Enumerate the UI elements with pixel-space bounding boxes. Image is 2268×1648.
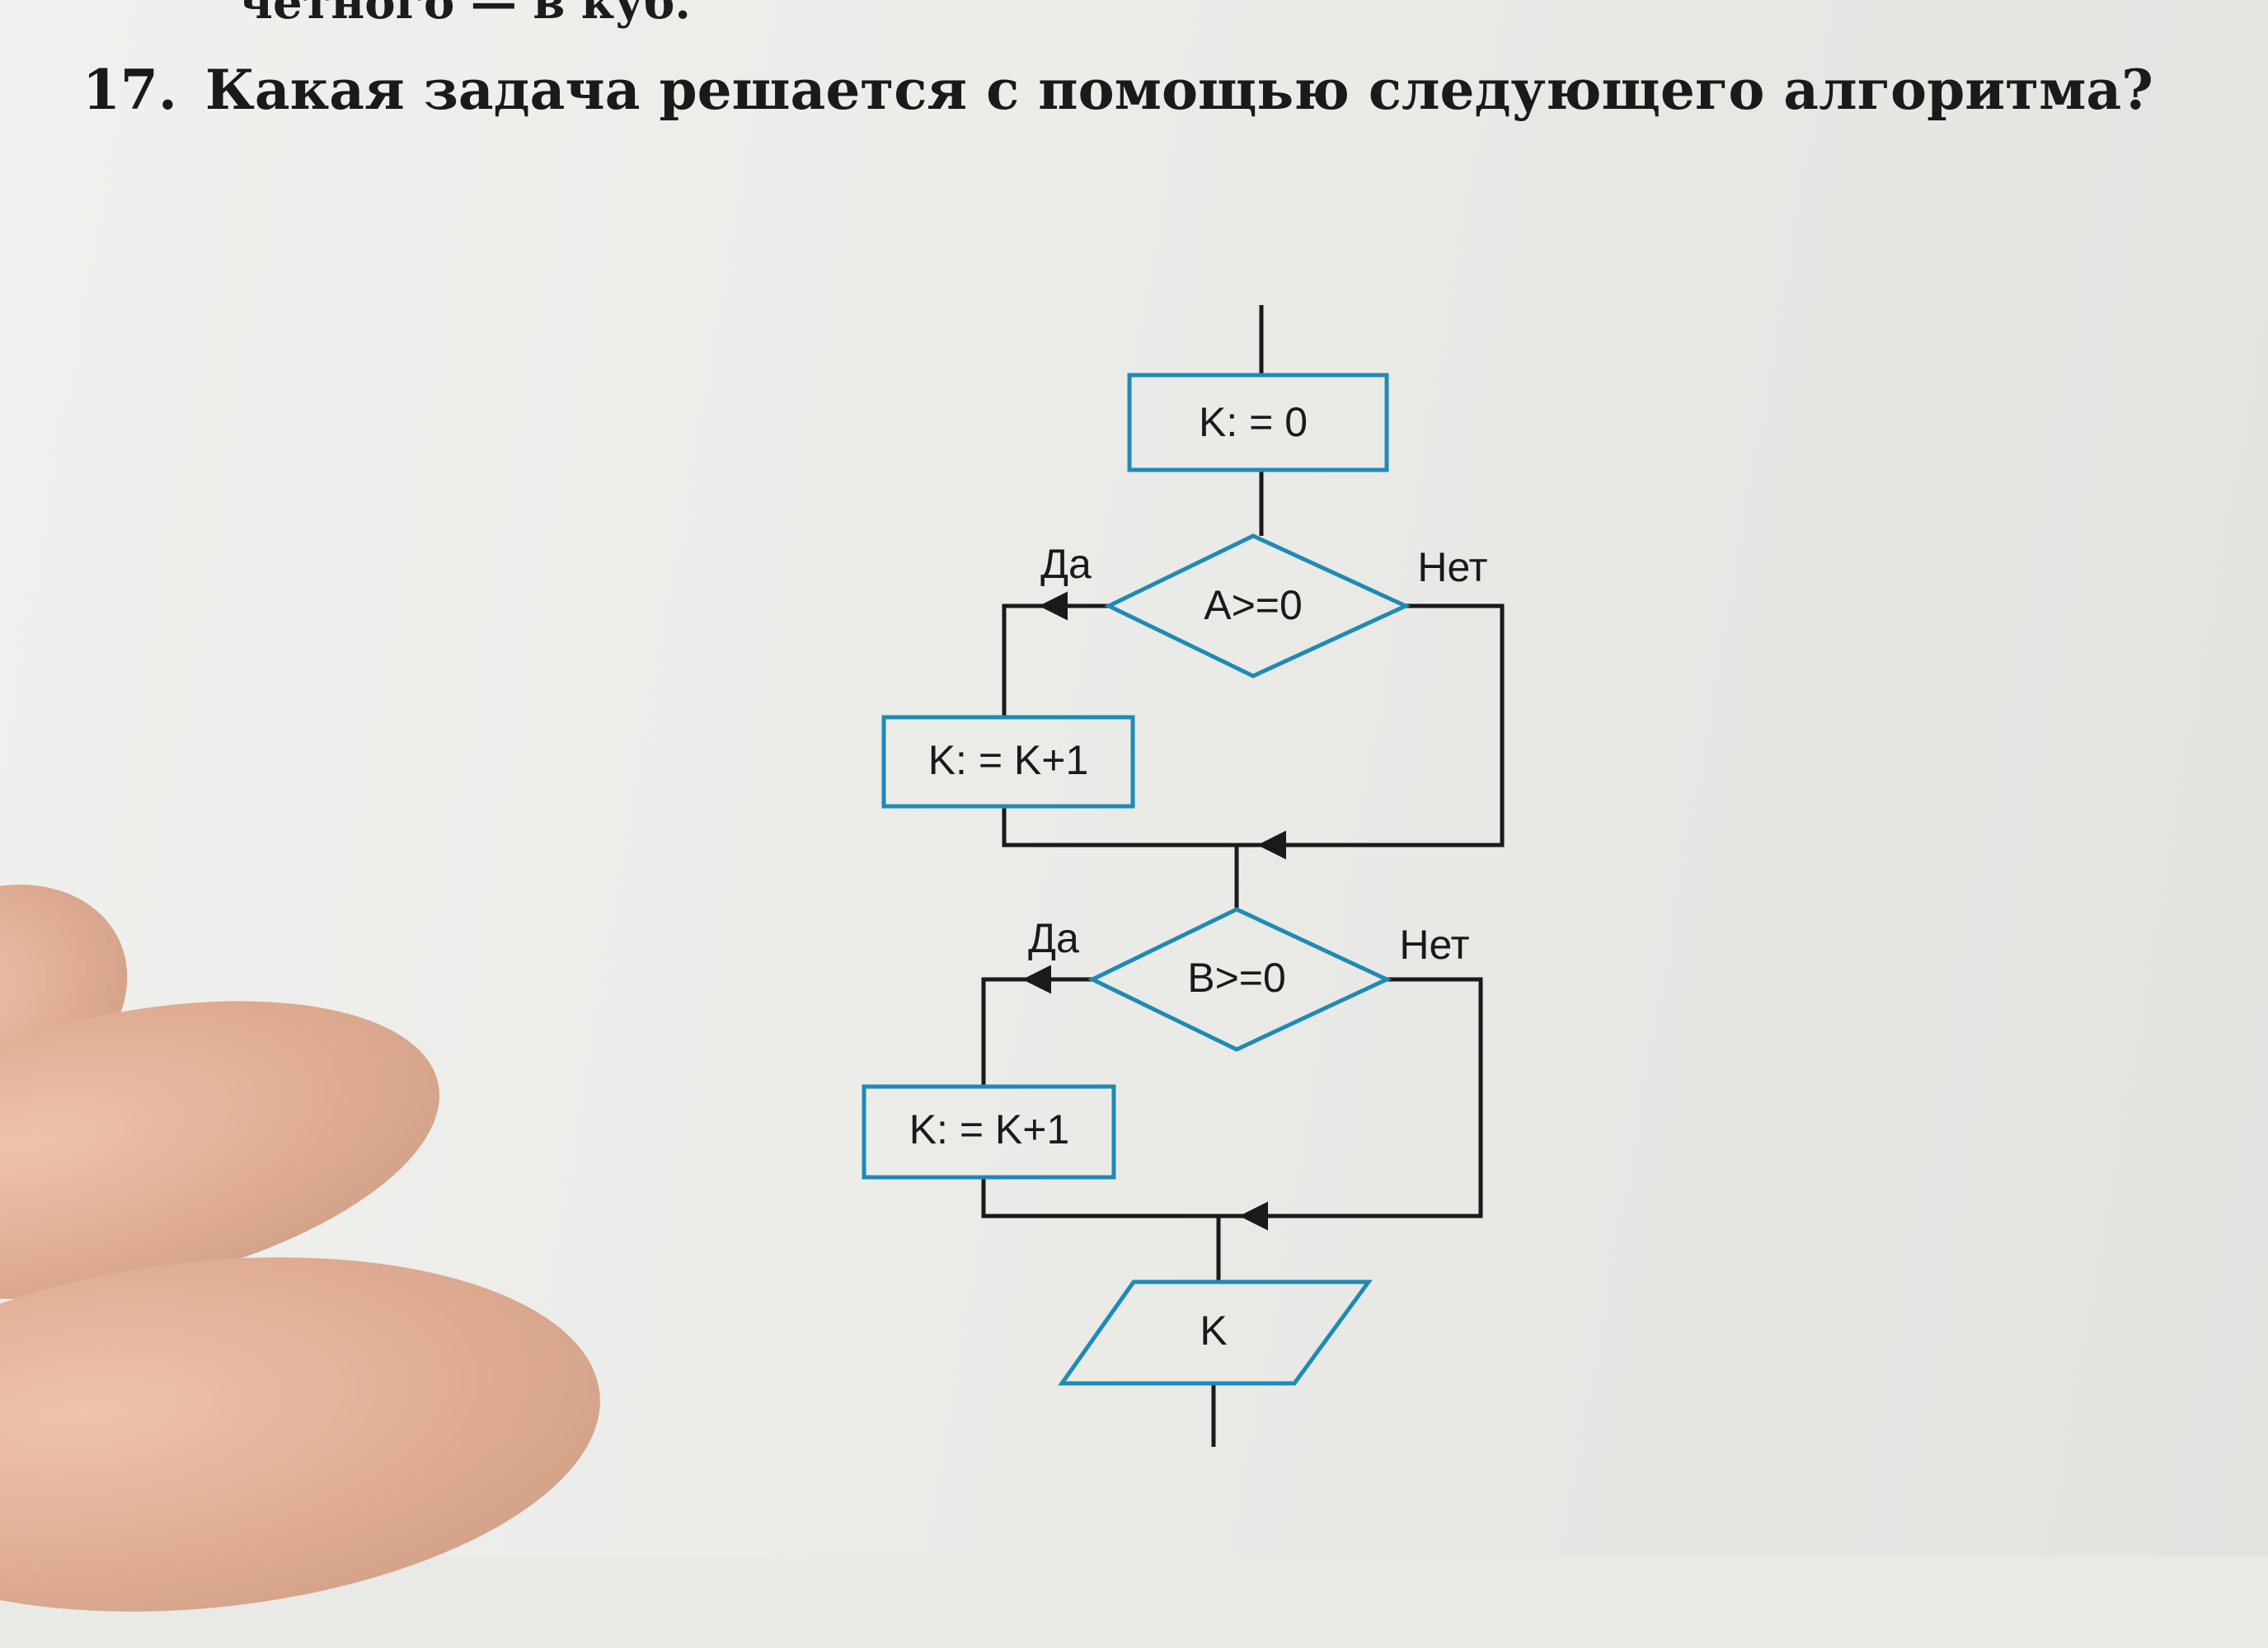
- decision-b: [1087, 907, 1392, 1052]
- increment-block-1: [881, 715, 1135, 809]
- question-number: 17.: [82, 58, 177, 122]
- init-block-text: K: = 0: [1199, 399, 1308, 445]
- decision-a: [1104, 533, 1411, 678]
- yes-label-b: Да: [1028, 915, 1079, 961]
- output-block: [1058, 1279, 1373, 1386]
- increment-block-1-text: K: = K+1: [928, 737, 1089, 783]
- flow-line-b-yes: [981, 977, 1092, 1087]
- condition-a-text: A>=0: [1204, 582, 1303, 628]
- question-text: Какая задача решается с помощью следующе…: [204, 58, 2153, 122]
- condition-b-text: B>=0: [1187, 955, 1286, 1001]
- increment-block-2: [862, 1084, 1116, 1180]
- question: 17. Какая задача решается с помощью следу…: [82, 58, 2153, 122]
- increment-block-2-text: K: = K+1: [909, 1106, 1070, 1153]
- previous-line-fragment: четного — в куб.: [239, 0, 691, 30]
- yes-label-a: Да: [1040, 541, 1092, 587]
- no-label-a: Нет: [1417, 544, 1487, 590]
- flow-line-a-no: [1237, 603, 1505, 847]
- output-block-text: K: [1200, 1308, 1227, 1354]
- flow-blocks: [862, 373, 1411, 1386]
- flow-lines: [981, 305, 1505, 1447]
- flow-line-inc2-join: [981, 1177, 1219, 1218]
- init-block: [1127, 373, 1389, 472]
- flowchart: K: = 0 A>=0 K: = K+1 B>=0 K: = K+1 K Да …: [862, 305, 1505, 1447]
- flow-line-inc1-join: [1002, 806, 1237, 847]
- no-label-b: Нет: [1399, 922, 1469, 968]
- flow-line-b-no: [1219, 977, 1483, 1218]
- flow-labels: K: = 0 A>=0 K: = K+1 B>=0 K: = K+1 K Да …: [909, 399, 1488, 1354]
- flow-line-a-yes: [1002, 603, 1109, 717]
